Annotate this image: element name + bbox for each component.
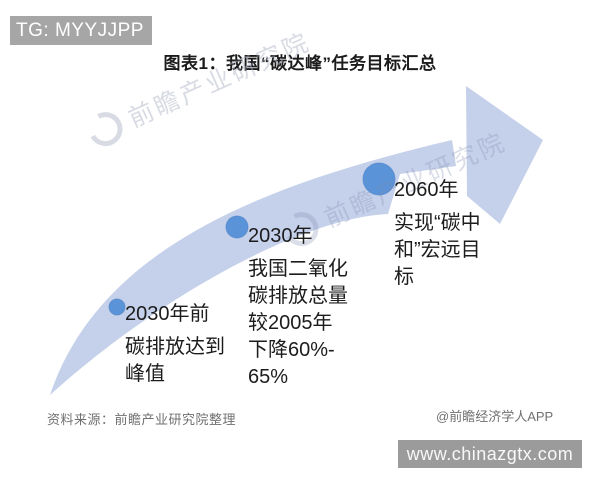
milestone-desc: 我国二氧化 碳排放总量 较2005年 下降60%- 65%: [248, 258, 348, 388]
url-watermark-bar: www.chinazgtx.com: [398, 440, 582, 468]
milestone-desc: 碳排放达到 峰值: [125, 336, 225, 385]
milestone-label-2: 2030年 我国二氧化 碳排放总量 较2005年 下降60%- 65%: [248, 223, 348, 391]
milestone-year: 2030年前: [125, 303, 210, 325]
app-credit: @前瞻经济学人APP: [436, 409, 554, 424]
tg-banner: TG: MYYJJPP: [10, 16, 152, 45]
milestone-desc: 实现“碳中 和”宏远目 标: [394, 212, 481, 288]
milestone-label-1: 2030年前 碳排放达到 峰值: [125, 301, 225, 388]
arrow-head: [466, 86, 543, 224]
milestone-year: 2030年: [248, 225, 313, 247]
arrow-body: [50, 140, 456, 395]
milestone-dot-1: [108, 298, 126, 316]
milestone-dot-2: [225, 215, 249, 239]
milestone-year: 2060年: [394, 179, 459, 201]
data-source-note: 资料来源：前瞻产业研究院整理: [47, 412, 237, 427]
milestone-dot-3: [362, 162, 396, 196]
milestone-label-3: 2060年 实现“碳中 和”宏远目 标: [394, 177, 481, 291]
chart-title: 图表1：我国“碳达峰”任务目标汇总: [163, 54, 437, 73]
